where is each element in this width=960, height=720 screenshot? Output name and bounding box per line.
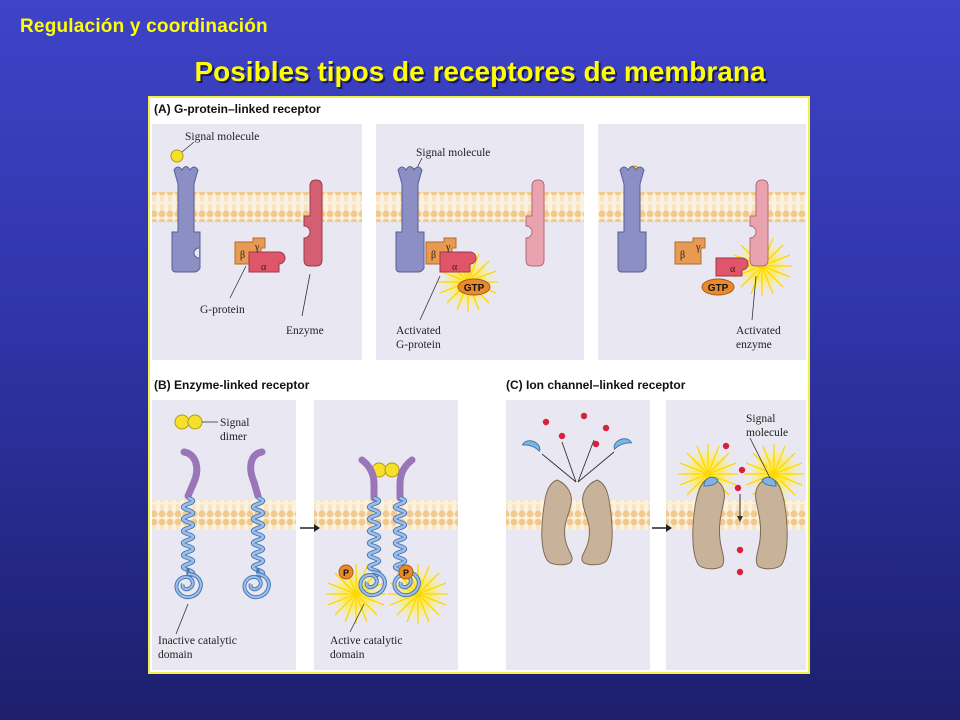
signal-dimer (384, 462, 400, 478)
receptor-extracellular-domain (180, 448, 201, 500)
panel-b2-background (314, 400, 458, 670)
bound-signal-molecule (761, 476, 777, 487)
ion-dots (542, 412, 610, 448)
ion-channel-closed (541, 479, 573, 566)
label-activated-enzyme-1: Activated (736, 325, 781, 337)
membrane-b1 (152, 500, 296, 530)
phosphate-badge (338, 564, 354, 580)
label-alpha: α (452, 262, 458, 273)
g-protein-beta-gamma (674, 237, 706, 265)
label-inactive-catalytic-1: Inactive catalytic (158, 635, 237, 647)
label-inactive-catalytic-2: domain (158, 649, 193, 661)
label-signal-molecule-c-2: molecule (746, 427, 788, 439)
signal-molecule (521, 440, 541, 452)
label-enzyme: Enzyme (286, 325, 324, 337)
receptor (171, 166, 201, 273)
label-gamma: γ (695, 242, 701, 253)
label-phosphate: P (343, 568, 349, 578)
label-gtp: GTP (708, 283, 729, 294)
label-beta: β (431, 250, 436, 261)
bound-signal-molecule (703, 476, 719, 487)
g-protein-alpha (248, 251, 286, 273)
gtp-badge (701, 278, 735, 296)
slide-title: Posibles tipos de receptores de membrana (194, 56, 766, 87)
label-gamma: γ (254, 242, 260, 253)
label-alpha: α (261, 262, 267, 273)
gtp-badge (457, 278, 491, 296)
panel-a-heading: (A) G-protein–linked receptor (154, 102, 321, 116)
panel-b1-background (152, 400, 296, 670)
label-activated-g-protein-1: Activated (396, 325, 441, 337)
label-gamma: γ (445, 242, 451, 253)
label-signal-dimer-1: Signal (220, 417, 249, 429)
activated-enzyme (749, 179, 769, 267)
signal-molecule (613, 438, 633, 450)
ion-channel-closed (581, 479, 613, 566)
ion-channel-open (755, 477, 788, 570)
label-beta: β (680, 250, 685, 261)
signal-dimer (174, 414, 190, 430)
signal-dimer (187, 414, 203, 430)
label-alpha: α (730, 264, 736, 275)
ion-dots (722, 442, 746, 576)
enzyme (303, 179, 323, 267)
label-active-catalytic-1: Active catalytic (330, 635, 402, 647)
label-signal-molecule-2: Signal molecule (416, 147, 490, 159)
receptor (395, 166, 425, 273)
label-signal-dimer-2: dimer (220, 431, 247, 443)
receptor-extracellular-domain (396, 456, 416, 502)
label-phosphate: P (403, 568, 409, 578)
label-g-protein: G-protein (200, 304, 245, 316)
receptor-extracellular-domain (247, 448, 266, 500)
receptor-figure: (A) G-protein–linked receptor Signal mol… (148, 96, 810, 674)
panel-b-heading: (B) Enzyme-linked receptor (154, 378, 310, 392)
signal-molecule (170, 149, 184, 163)
label-beta: β (240, 250, 245, 261)
label-signal-molecule-c-1: Signal (746, 413, 775, 425)
label-signal-molecule: Signal molecule (185, 131, 259, 143)
g-protein-alpha (439, 251, 477, 273)
g-protein-alpha (715, 257, 749, 277)
activation-glow (387, 563, 449, 625)
membrane-b2 (314, 500, 458, 530)
label-activated-g-protein-2: G-protein (396, 339, 441, 351)
ion-channel-open (692, 477, 725, 570)
enzyme (525, 179, 545, 267)
receptor (617, 166, 647, 273)
section-title: Regulación y coordinación (20, 16, 268, 37)
membrane-c1 (506, 500, 650, 530)
label-activated-enzyme-2: enzyme (736, 339, 772, 351)
receptor-extracellular-domain (358, 456, 378, 502)
release-arrows (541, 439, 615, 483)
label-gtp: GTP (464, 283, 485, 294)
receptor-diagram: (A) G-protein–linked receptor Signal mol… (150, 98, 808, 672)
label-active-catalytic-2: domain (330, 649, 365, 661)
phosphate-badge (398, 564, 414, 580)
panel-c-heading: (C) Ion channel–linked receptor (506, 378, 686, 392)
